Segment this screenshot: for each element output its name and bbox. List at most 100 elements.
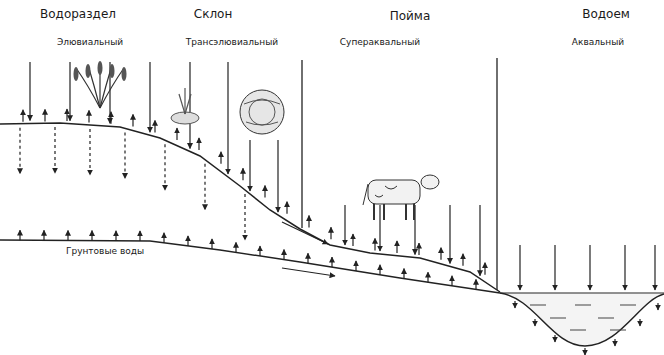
precipitation-arrow <box>379 205 380 251</box>
cabbage-icon <box>240 90 284 134</box>
precipitation-arrow <box>654 245 655 290</box>
precipitation-arrow <box>149 62 150 132</box>
seepage-arrow <box>534 319 535 326</box>
groundwater-arrow <box>43 230 44 240</box>
seepage-arrow <box>514 301 515 308</box>
water-level <box>500 293 664 294</box>
seepage-arrow <box>657 303 658 310</box>
zone-type: Трансэлювиальный <box>184 38 280 48</box>
groundwater-arrow <box>379 265 380 275</box>
groundwater-line <box>0 240 500 293</box>
water-body <box>500 293 664 346</box>
water-wave <box>575 305 591 306</box>
precipitation-arrow <box>277 140 278 212</box>
evaporation-arrow <box>44 109 45 121</box>
water-wave <box>598 318 614 319</box>
groundwater-arrow <box>355 261 356 271</box>
evaporation-arrow <box>352 234 353 246</box>
divider-line <box>301 60 302 228</box>
groundwater-arrow <box>211 239 212 249</box>
zone-type: Элювиальный <box>55 38 125 48</box>
groundwater-arrow <box>91 231 92 241</box>
water-wave <box>530 305 546 306</box>
evaporation-arrow <box>264 186 265 198</box>
infiltration-arrow <box>244 194 245 240</box>
evaporation-arrow <box>242 168 243 180</box>
infiltration-arrow <box>54 127 55 173</box>
groundwater-arrow <box>283 250 284 260</box>
evaporation-arrow <box>198 138 199 150</box>
ground-surface <box>0 123 500 292</box>
evaporation-arrow <box>22 110 23 122</box>
water-wave <box>570 330 586 331</box>
water-wave <box>620 305 636 306</box>
groundwater-arrow <box>259 246 260 256</box>
groundwater-arrow <box>331 257 332 267</box>
seepage-arrow <box>639 319 640 326</box>
groundwater-arrow <box>235 242 236 252</box>
zone-title: Водоем <box>580 8 632 21</box>
seepage-arrow <box>554 335 555 342</box>
precipitation-arrow <box>249 140 250 191</box>
evaporation-arrow <box>374 238 375 250</box>
seepage-arrow <box>584 348 585 355</box>
groundflow-arrow <box>282 268 335 276</box>
precipitation-arrow <box>479 205 480 276</box>
groundwater-arrow <box>187 236 188 246</box>
evaporation-arrow <box>418 243 419 255</box>
evaporation-arrow <box>462 254 463 266</box>
zone-title: Пойма <box>388 10 433 23</box>
precipitation-arrow <box>554 245 555 290</box>
groundwater-arrow <box>115 231 116 241</box>
precipitation-arrow <box>227 62 228 174</box>
infiltration-arrow <box>164 144 165 190</box>
water-wave <box>550 318 566 319</box>
evaporation-arrow <box>440 248 441 260</box>
zone-title: Склон <box>192 8 234 21</box>
precipitation-arrow <box>69 62 70 121</box>
evaporation-arrow <box>220 152 221 164</box>
evaporation-arrow <box>66 109 67 121</box>
evaporation-arrow <box>154 120 155 132</box>
precipitation-arrow <box>449 205 450 263</box>
groundwater-arrow <box>403 269 404 279</box>
groundwater-arrow <box>451 276 452 286</box>
precipitation-arrow <box>414 205 415 255</box>
evaporation-arrow <box>330 227 331 239</box>
groundwater-arrow <box>67 230 68 240</box>
infiltration-arrow <box>204 164 205 210</box>
groundwater-label: Грунтовые воды <box>64 247 146 257</box>
groundwater-arrow <box>139 231 140 241</box>
infiltration-arrow <box>19 128 20 174</box>
groundwater-arrow <box>19 230 20 240</box>
cow-icon <box>363 175 439 220</box>
evaporation-arrow <box>286 202 287 214</box>
water-wave <box>610 330 626 331</box>
groundwater-arrow <box>427 272 428 282</box>
evaporation-arrow <box>110 112 111 124</box>
runoff-arrow <box>282 222 328 244</box>
evaporation-arrow <box>308 216 309 228</box>
precipitation-arrow <box>344 205 345 245</box>
groundwater-arrow <box>307 253 308 263</box>
wheat-icon <box>74 61 127 108</box>
zone-type: Аквальный <box>570 38 626 48</box>
precipitation-arrow <box>519 245 520 290</box>
evaporation-arrow <box>176 128 177 140</box>
evaporation-arrow <box>484 263 485 275</box>
evaporation-arrow <box>396 241 397 253</box>
evaporation-arrow <box>88 110 89 122</box>
divider-line <box>496 58 497 290</box>
infiltration-arrow <box>124 132 125 178</box>
groundwater-arrow <box>163 233 164 243</box>
groundwater-arrow <box>475 279 476 289</box>
seepage-arrow <box>614 339 615 346</box>
precipitation-arrow <box>29 62 30 121</box>
plant-icon <box>171 88 199 124</box>
precipitation-arrow <box>589 245 590 290</box>
zone-type: Супераквальный <box>338 38 422 48</box>
evaporation-arrow <box>132 114 133 126</box>
zone-title: Водораздел <box>38 8 118 21</box>
